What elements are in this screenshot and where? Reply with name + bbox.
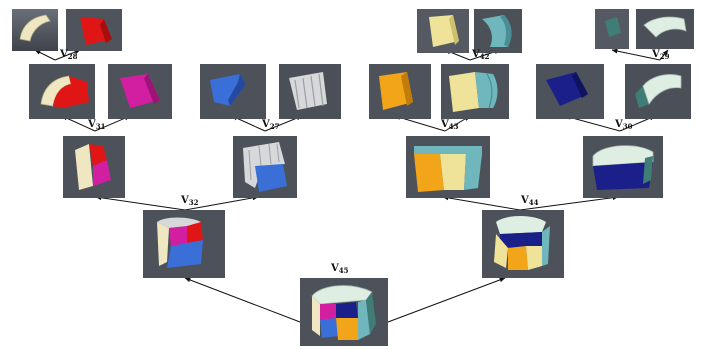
arrow-v29-to-a	[611, 48, 661, 61]
arrow-v32-to-v27	[184, 195, 259, 211]
tile-v29-merged	[625, 64, 691, 119]
tile-pale-leaf	[636, 9, 694, 49]
arrow-v29-to-b	[659, 49, 669, 61]
label-v44: V44	[521, 195, 539, 207]
tile-orange-leaf	[369, 64, 431, 119]
arrow-v45-to-v44	[387, 277, 506, 323]
label-v28: V28	[60, 49, 78, 61]
tile-cream-leaf	[12, 9, 58, 51]
arrow-v45-to-v32	[184, 277, 301, 323]
tile-red-leaf	[66, 9, 122, 51]
label-v27: V27	[262, 119, 280, 131]
tile-v43	[406, 136, 490, 198]
label-v42: V42	[472, 49, 490, 61]
tile-v32	[143, 210, 225, 278]
arrow-v28-to-a	[34, 49, 56, 61]
tile-magenta-leaf	[108, 64, 172, 119]
tile-v31	[63, 136, 125, 198]
label-v31: V31	[88, 119, 106, 131]
tile-v27	[233, 136, 297, 198]
tile-v42-merged	[441, 64, 509, 119]
label-v29: V29	[652, 49, 670, 61]
tile-v28-merged	[29, 64, 95, 119]
label-v45: V45	[331, 263, 349, 275]
tile-teal-leaf	[474, 9, 522, 53]
label-v43: V43	[441, 119, 459, 131]
tile-yellow-leaf	[417, 9, 469, 53]
arrow-v28-to-b	[54, 49, 81, 61]
label-v32: V32	[181, 195, 199, 207]
tile-v45-root	[300, 278, 388, 346]
tile-v30	[583, 136, 663, 198]
tile-dark-teal-leaf	[595, 9, 629, 49]
tile-navy-leaf	[536, 64, 604, 119]
arrow-v44-to-v43	[442, 195, 521, 211]
arrow-v44-to-v30	[519, 195, 619, 211]
label-v30: V30	[615, 119, 633, 131]
tile-blue-leaf	[200, 64, 266, 119]
arrow-v32-to-v31	[95, 195, 186, 211]
tile-grey-leaf	[279, 64, 341, 119]
tile-v44	[482, 210, 564, 278]
